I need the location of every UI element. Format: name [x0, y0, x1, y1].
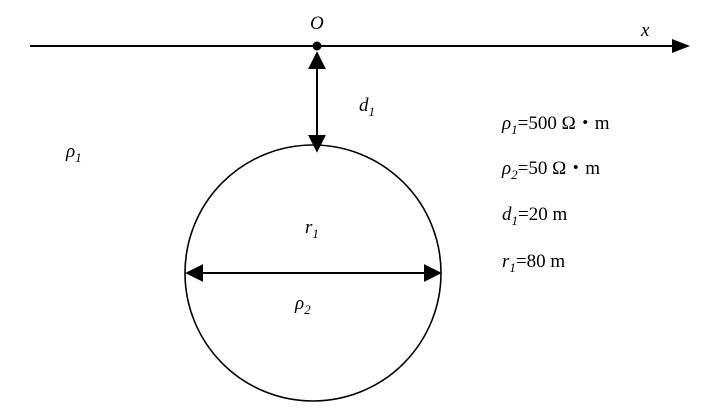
x-axis-label: x — [640, 20, 650, 41]
parameter-list: ρ1=500 Ω・m ρ2=50 Ω・m d1=20 m r1=80 m — [501, 113, 610, 275]
parameter-r1: r1=80 m — [502, 251, 565, 275]
parameter-rho1: ρ1=500 Ω・m — [501, 113, 610, 137]
sphere-radius-label: r1 — [305, 217, 319, 241]
sphere-resistivity-label: ρ2 — [294, 293, 311, 317]
background-resistivity-label: ρ1 — [65, 141, 82, 165]
parameter-rho2: ρ2=50 Ω・m — [501, 158, 600, 182]
origin-label: O — [310, 13, 324, 34]
depth-label: d1 — [359, 95, 375, 119]
parameter-d1: d1=20 m — [502, 204, 567, 228]
x-axis-arrowhead — [672, 39, 690, 53]
origin-point — [312, 41, 322, 51]
